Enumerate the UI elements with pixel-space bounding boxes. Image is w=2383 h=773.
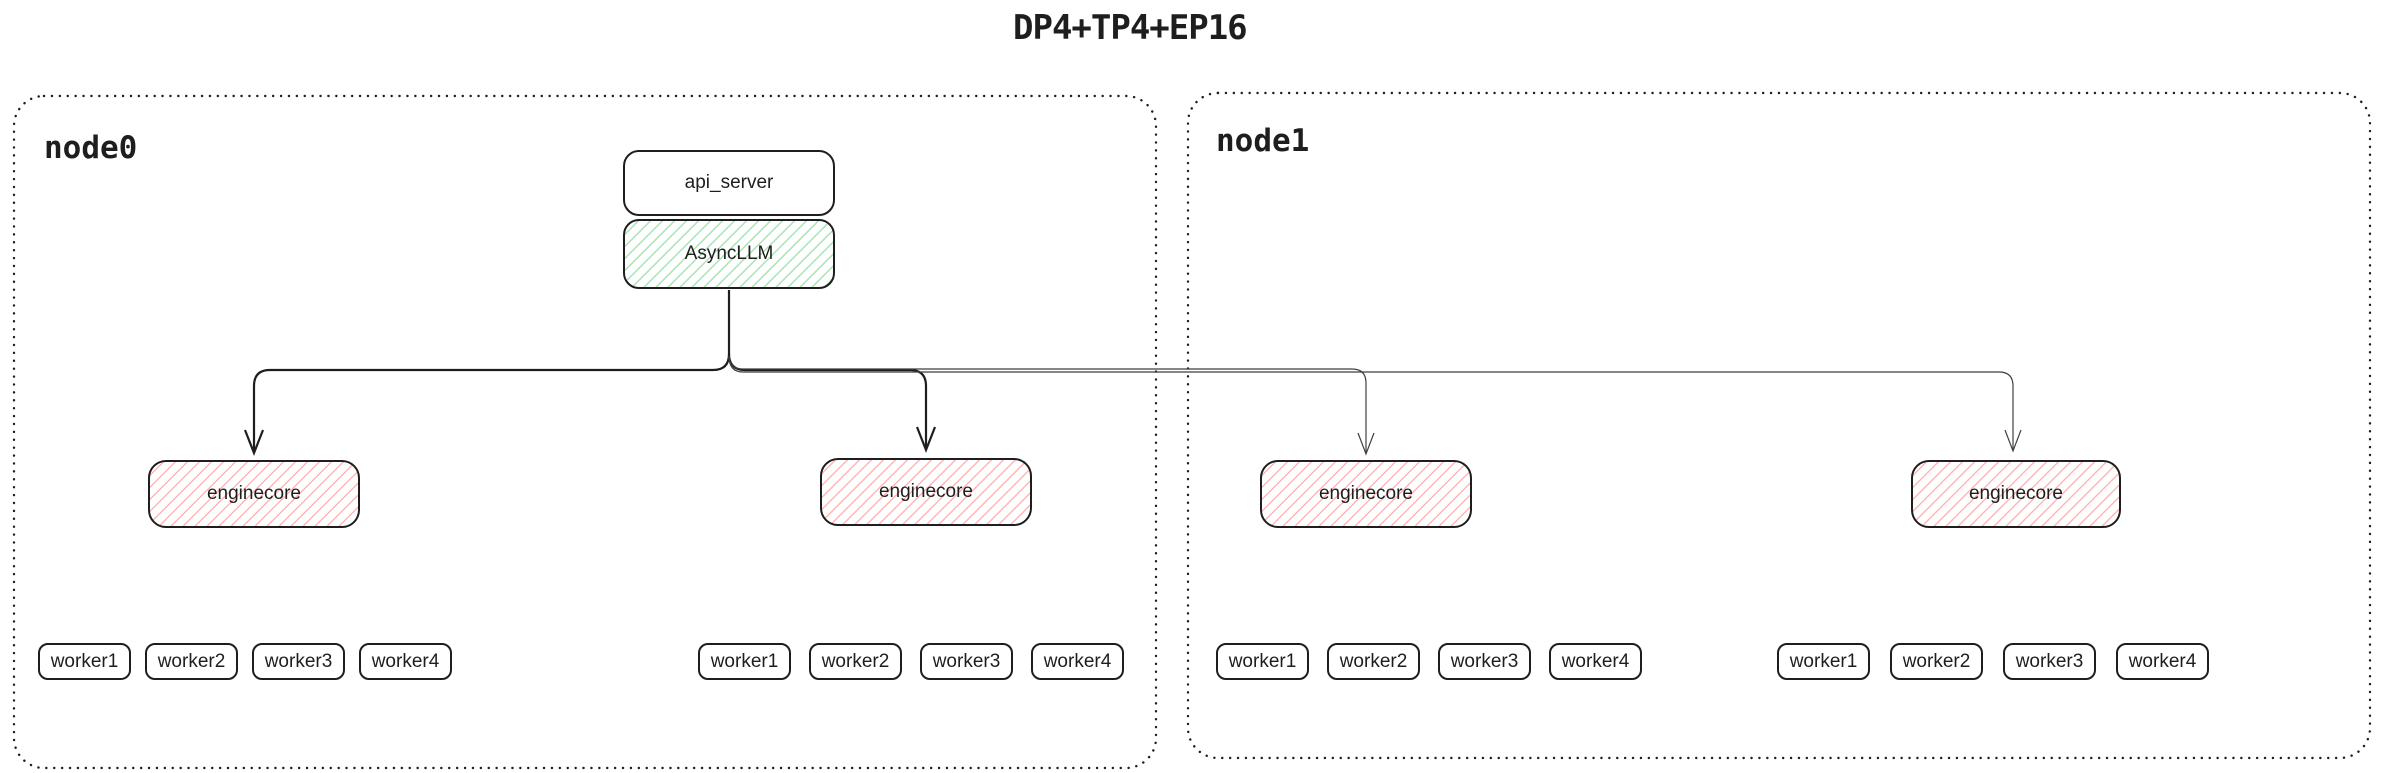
worker-box: worker1	[1216, 643, 1309, 680]
worker-box: worker4	[1549, 643, 1642, 680]
worker-box: worker4	[2116, 643, 2209, 680]
node0-enginecore-2-box: enginecore	[820, 458, 1032, 526]
node0-enginecore-1-box: enginecore	[148, 460, 360, 528]
worker-box: worker3	[1438, 643, 1531, 680]
worker-box: worker3	[252, 643, 345, 680]
worker-box: worker3	[920, 643, 1013, 680]
worker-box: worker4	[359, 643, 452, 680]
worker-box: worker1	[1777, 643, 1870, 680]
node1-enginecore-1-box: enginecore	[1260, 460, 1472, 528]
node1-label: node1	[1216, 123, 1310, 159]
node0-label: node0	[44, 130, 138, 166]
node1-enginecore-1-workers: worker1 worker2 worker3 worker4	[1216, 643, 1642, 680]
node1-enginecore-2-workers: worker1 worker2 worker3 worker4	[1777, 643, 2209, 680]
async-llm-box: AsyncLLM	[623, 219, 835, 289]
node0-container: node0 api_server AsyncLLM enginecore eng…	[14, 96, 1156, 768]
worker-box: worker2	[145, 643, 238, 680]
worker-box: worker4	[1031, 643, 1124, 680]
worker-box: worker1	[38, 643, 131, 680]
worker-box: worker3	[2003, 643, 2096, 680]
worker-box: worker2	[809, 643, 902, 680]
diagram-title: DP4+TP4+EP16	[1013, 8, 1248, 48]
worker-box: worker1	[698, 643, 791, 680]
worker-box: worker2	[1890, 643, 1983, 680]
worker-box: worker2	[1327, 643, 1420, 680]
api-server-box: api_server	[623, 150, 835, 216]
node0-enginecore-1-workers: worker1 worker2 worker3 worker4	[38, 643, 452, 680]
node0-enginecore-2-workers: worker1 worker2 worker3 worker4	[698, 643, 1124, 680]
node1-enginecore-2-box: enginecore	[1911, 460, 2121, 528]
node1-container: node1 enginecore enginecore worker1 work…	[1188, 93, 2370, 758]
